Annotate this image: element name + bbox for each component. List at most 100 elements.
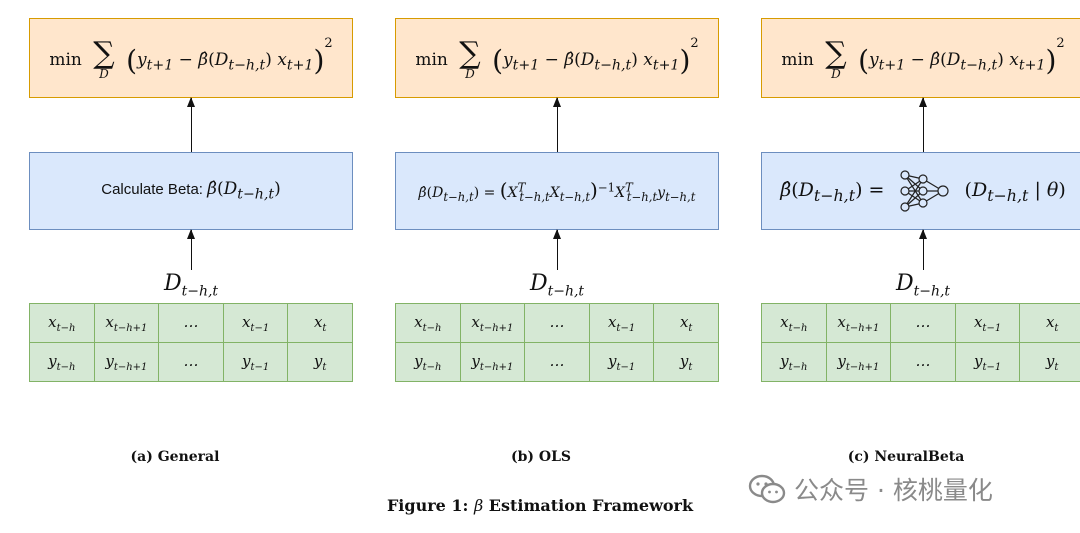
loss-box: min ∑ D (yt+1 − β̂(Dt−h,t) xt+1)2 (29, 18, 353, 98)
square-exponent: 2 (1056, 35, 1065, 51)
table-cell: yt−h+1 (93, 342, 160, 382)
beta-hat: β̂ (198, 49, 209, 70)
table-cell: yt−1 (954, 342, 1021, 382)
min-operator: min (781, 49, 814, 70)
feature-var: x (1009, 49, 1019, 70)
table-cell: yt (653, 342, 719, 382)
theta-param: θ (1046, 179, 1059, 201)
table-cell: xt−1 (954, 303, 1021, 343)
dataset-var: D (580, 49, 595, 70)
table-cell: xt−h (395, 303, 461, 343)
figure-title: Figure 1: β Estimation Framework (0, 496, 1080, 515)
table-cell: xt (287, 303, 353, 343)
panel-3: min ∑ D (yt+1 − β̂(Dt−h,t) xt+1)2 β̂(Dt−… (761, 0, 1080, 400)
feature-sub: t+1 (652, 57, 680, 74)
table-cell: … (890, 342, 956, 382)
panel-1: min ∑ D (yt+1 − β̂(Dt−h,t) xt+1)2 Calcul… (29, 0, 355, 400)
minus-sign: − (173, 49, 199, 70)
beta-box: β̂(Dt−h,t) = (Dt−h,t | θ) (761, 152, 1080, 230)
sum-index: D (99, 67, 109, 82)
dataset-sub: t−h,t (987, 185, 1029, 205)
panel-2: min ∑ D (yt+1 − β̂(Dt−h,t) xt+1)2 β̂(Dt−… (395, 0, 721, 400)
beta-label: Calculate Beta: (101, 181, 208, 199)
dataset-var: D (223, 179, 238, 200)
loss-formula: min ∑ D (yt+1 − β̂(Dt−h,t) xt+1)2 (415, 35, 699, 82)
target-var: y (869, 49, 879, 70)
watermark: 公众号 · 核桃量化 (748, 473, 993, 505)
table-cell: xt (1019, 303, 1080, 343)
dataset-var: D (214, 49, 229, 70)
table-cell: … (158, 303, 224, 343)
arrow-up (919, 229, 927, 270)
min-operator: min (49, 49, 82, 70)
neuralbeta-formula: β̂(Dt−h,t) = (Dt−h,t | θ) (780, 169, 1066, 213)
sum-index: D (831, 67, 841, 82)
sum-operator: ∑ D (459, 36, 481, 82)
table-cell: … (158, 342, 224, 382)
table-cell: xt−1 (222, 303, 289, 343)
wechat-icon (748, 474, 786, 504)
sum-operator: ∑ D (93, 36, 115, 82)
table-cell: … (524, 303, 590, 343)
square-exponent: 2 (324, 35, 333, 51)
target-var: y (503, 49, 513, 70)
panel-caption: (a) General (130, 449, 220, 465)
table-cell: yt−h (395, 342, 461, 382)
beta-box: β̂(Dt−h,t) = (XTt−h,tXt−h,t)−1XTt−h,tyt−… (395, 152, 719, 230)
loss-box: min ∑ D (yt+1 − β̂(Dt−h,t) xt+1)2 (395, 18, 719, 98)
dataset-sub: t−h,t (594, 57, 632, 74)
table-cell: xt−h (761, 303, 827, 343)
table-cell: xt−h+1 (825, 303, 892, 343)
minus-sign: − (905, 49, 931, 70)
table-cell: xt (653, 303, 719, 343)
target-sub: t+1 (512, 57, 540, 74)
square-exponent: 2 (690, 35, 699, 51)
table-cell: xt−h+1 (93, 303, 160, 343)
table-cell: yt−h (761, 342, 827, 382)
minus-sign: − (539, 49, 565, 70)
table-cell: xt−h+1 (459, 303, 526, 343)
table-cell: yt−h+1 (459, 342, 526, 382)
table-cell: xt−1 (588, 303, 655, 343)
arrow-up (553, 97, 561, 152)
table-cell: yt (1019, 342, 1080, 382)
arrow-up (187, 229, 195, 270)
beta-box: Calculate Beta: β̂(Dt−h,t) (29, 152, 353, 230)
input-label: Dt−h,t (895, 271, 951, 300)
sum-index: D (465, 67, 475, 82)
watermark-text: 公众号 · 核桃量化 (794, 476, 993, 505)
beta-hat: β̂ (564, 49, 575, 70)
beta-hat: β̂ (207, 179, 217, 200)
beta-hat: β̂ (930, 49, 941, 70)
loss-box: min ∑ D (yt+1 − β̂(Dt−h,t) xt+1)2 (761, 18, 1080, 98)
figure-title-prefix: Figure 1: (386, 496, 474, 515)
feature-var: x (643, 49, 653, 70)
figure-title-symbol: β (473, 496, 484, 515)
feature-sub: t+1 (286, 57, 314, 74)
table-cell: yt−h+1 (825, 342, 892, 382)
loss-formula: min ∑ D (yt+1 − β̂(Dt−h,t) xt+1)2 (49, 35, 333, 82)
table-cell: yt−h (29, 342, 95, 382)
dataset-var: D (971, 179, 988, 201)
target-var: y (137, 49, 147, 70)
table-cell: yt−1 (222, 342, 289, 382)
loss-formula: min ∑ D (yt+1 − β̂(Dt−h,t) xt+1)2 (781, 35, 1065, 82)
arrow-up (919, 97, 927, 152)
neural-network-icon (899, 170, 949, 212)
panel-caption: (b) OLS (510, 449, 572, 465)
ols-formula: β̂(Dt−h,t) = (XTt−h,tXt−h,t)−1XTt−h,tyt−… (418, 178, 696, 204)
target-sub: t+1 (878, 57, 906, 74)
sum-operator: ∑ D (825, 36, 847, 82)
table-cell: xt−h (29, 303, 95, 343)
table-cell: … (524, 342, 590, 382)
table-cell: yt (287, 342, 353, 382)
